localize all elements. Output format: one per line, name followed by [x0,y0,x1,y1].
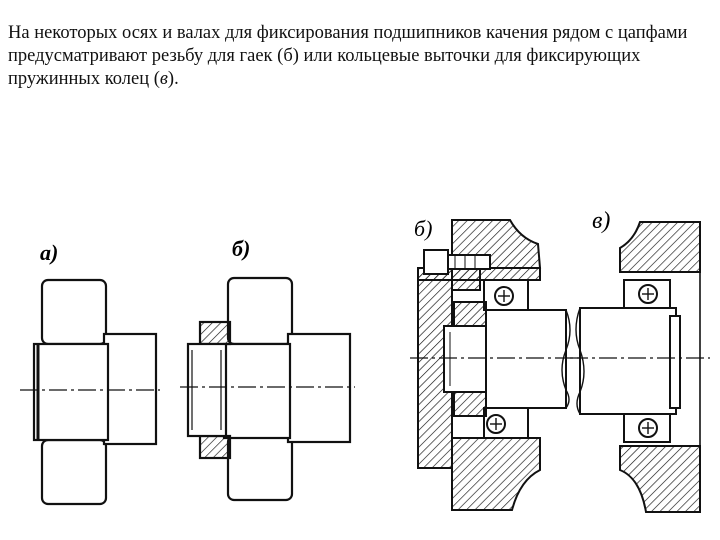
assembly-b-shaft [485,309,567,409]
sketch-b-shaft-body [286,332,352,444]
sketch-a-upper-block [40,278,108,346]
sketch-b-nut-bottom [198,434,232,460]
caption-part-1: На некоторых осях и валах для фиксирован… [8,23,688,89]
sketch-a [20,278,160,506]
assembly-v-housing-bottom [619,445,701,513]
assembly-v-shaft [579,307,677,415]
label-a: а) [40,240,58,265]
sketch-b-lower-block [226,434,294,502]
sketch-b-upper-block [226,276,294,346]
assembly-v-housing-top [619,221,701,273]
sketch-b [180,276,355,502]
assembly-b [410,219,580,511]
caption-text: На некоторых осях и валах для фиксирован… [8,22,708,91]
label-b-assembly: б) [414,216,432,241]
assembly-b-bolt-head [423,249,449,275]
assembly-b-thread [443,325,487,393]
label-b-sketch: б) [232,236,250,261]
assembly-b-nut [453,301,487,327]
sketch-a-lower-block [40,438,108,506]
assembly-v-retaining-ring [669,315,681,409]
assembly-b-housing-bottom [451,437,541,511]
label-v-assembly: в) [592,208,610,234]
sketch-b-thread [186,342,228,438]
sketch-b-journal [222,342,292,440]
assembly-v [570,221,710,513]
caption-italic-letter: в [159,69,168,89]
sketch-b-nut-top [198,320,232,346]
sketch-a-journal [32,342,110,442]
assembly-b-bolt-shank [447,254,491,270]
sketch-a-shaft-body [102,332,158,446]
caption-part-2: ). [167,69,179,89]
